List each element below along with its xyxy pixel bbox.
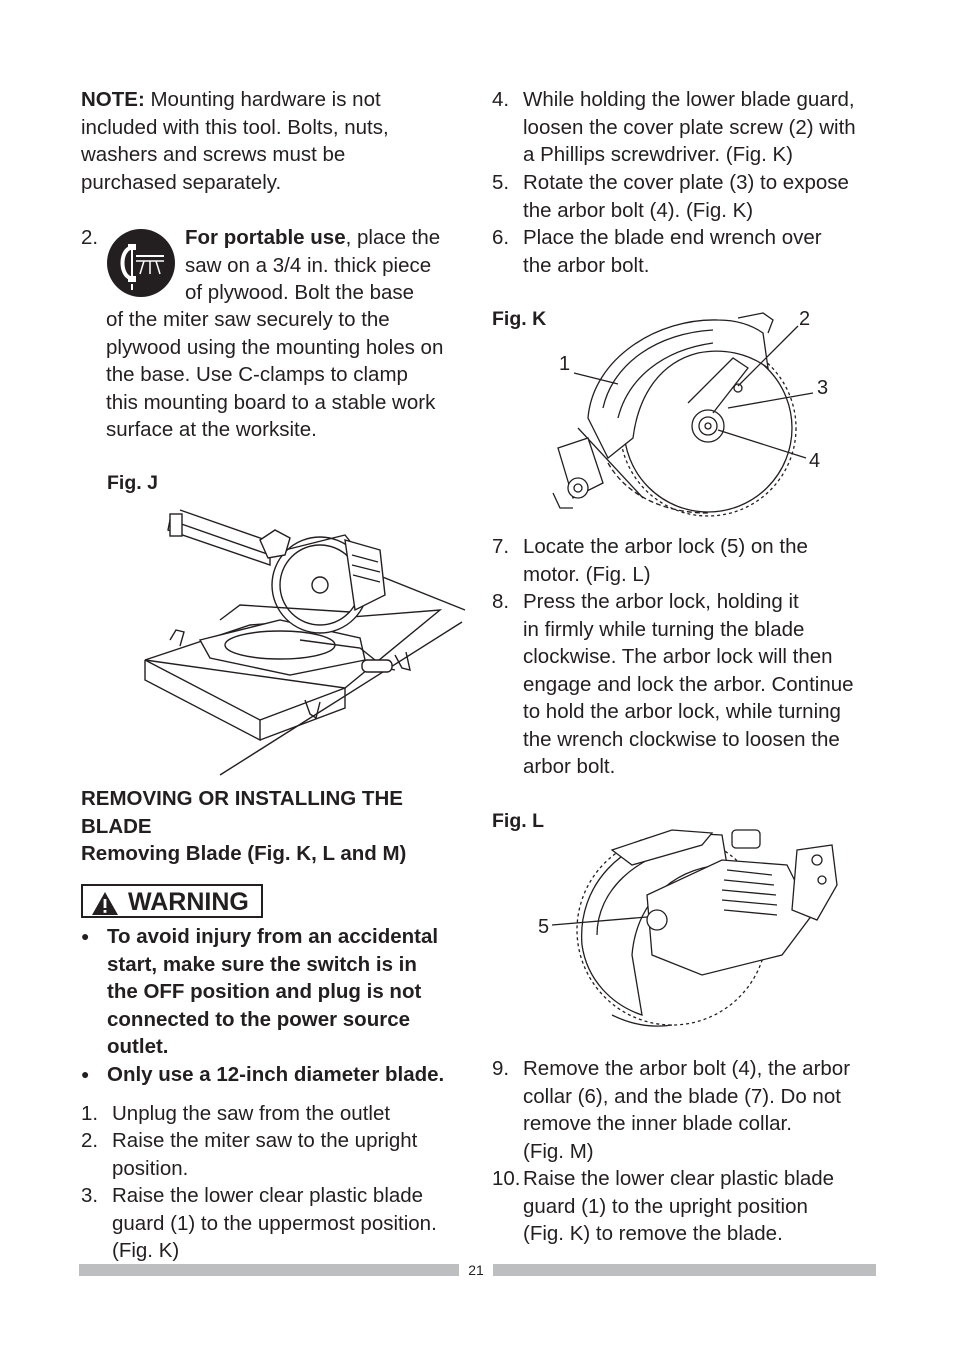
fig-k-label: Fig. K: [492, 308, 547, 330]
step-2-number: 2.: [81, 226, 99, 249]
note-label: NOTE:: [81, 88, 145, 111]
fig-k-callout-2: 2: [799, 308, 811, 330]
step-2-text-top: For portable use, place the saw on a 3/4…: [185, 226, 441, 304]
fig-k-callout-4: 4: [809, 450, 821, 472]
section-heading: REMOVING OR INSTALLING THE BLADE: [81, 787, 403, 838]
portable-use-label: For portable use: [185, 226, 346, 249]
fig-l-label: Fig. L: [492, 810, 544, 832]
footer-bar-right: [493, 1264, 876, 1276]
warning-box: WARNING: [81, 884, 263, 918]
footer-bar-left: [79, 1264, 459, 1276]
warning-triangle-icon: [92, 892, 118, 915]
fig-k-callout-1: 1: [559, 353, 571, 375]
c-clamp-icon: [107, 229, 175, 297]
fig-k-callout-3: 3: [817, 377, 829, 399]
fig-l-motor-arbor-lock-illustration: [551, 829, 838, 1027]
fig-j-label: Fig. J: [107, 472, 158, 494]
note-paragraph: NOTE: Mounting hardware is not included …: [81, 88, 389, 194]
warning-label: WARNING: [128, 888, 249, 916]
page-number: 21: [468, 1262, 484, 1278]
fig-l-callout-5: 5: [538, 916, 550, 938]
fig-k-blade-guard-illustration: [552, 312, 814, 517]
subheading: Removing Blade (Fig. K, L and M): [81, 842, 407, 865]
step-2-text-bottom: of the miter saw securely to the plywood…: [106, 308, 444, 441]
fig-j-miter-saw-illustration: [144, 509, 466, 776]
